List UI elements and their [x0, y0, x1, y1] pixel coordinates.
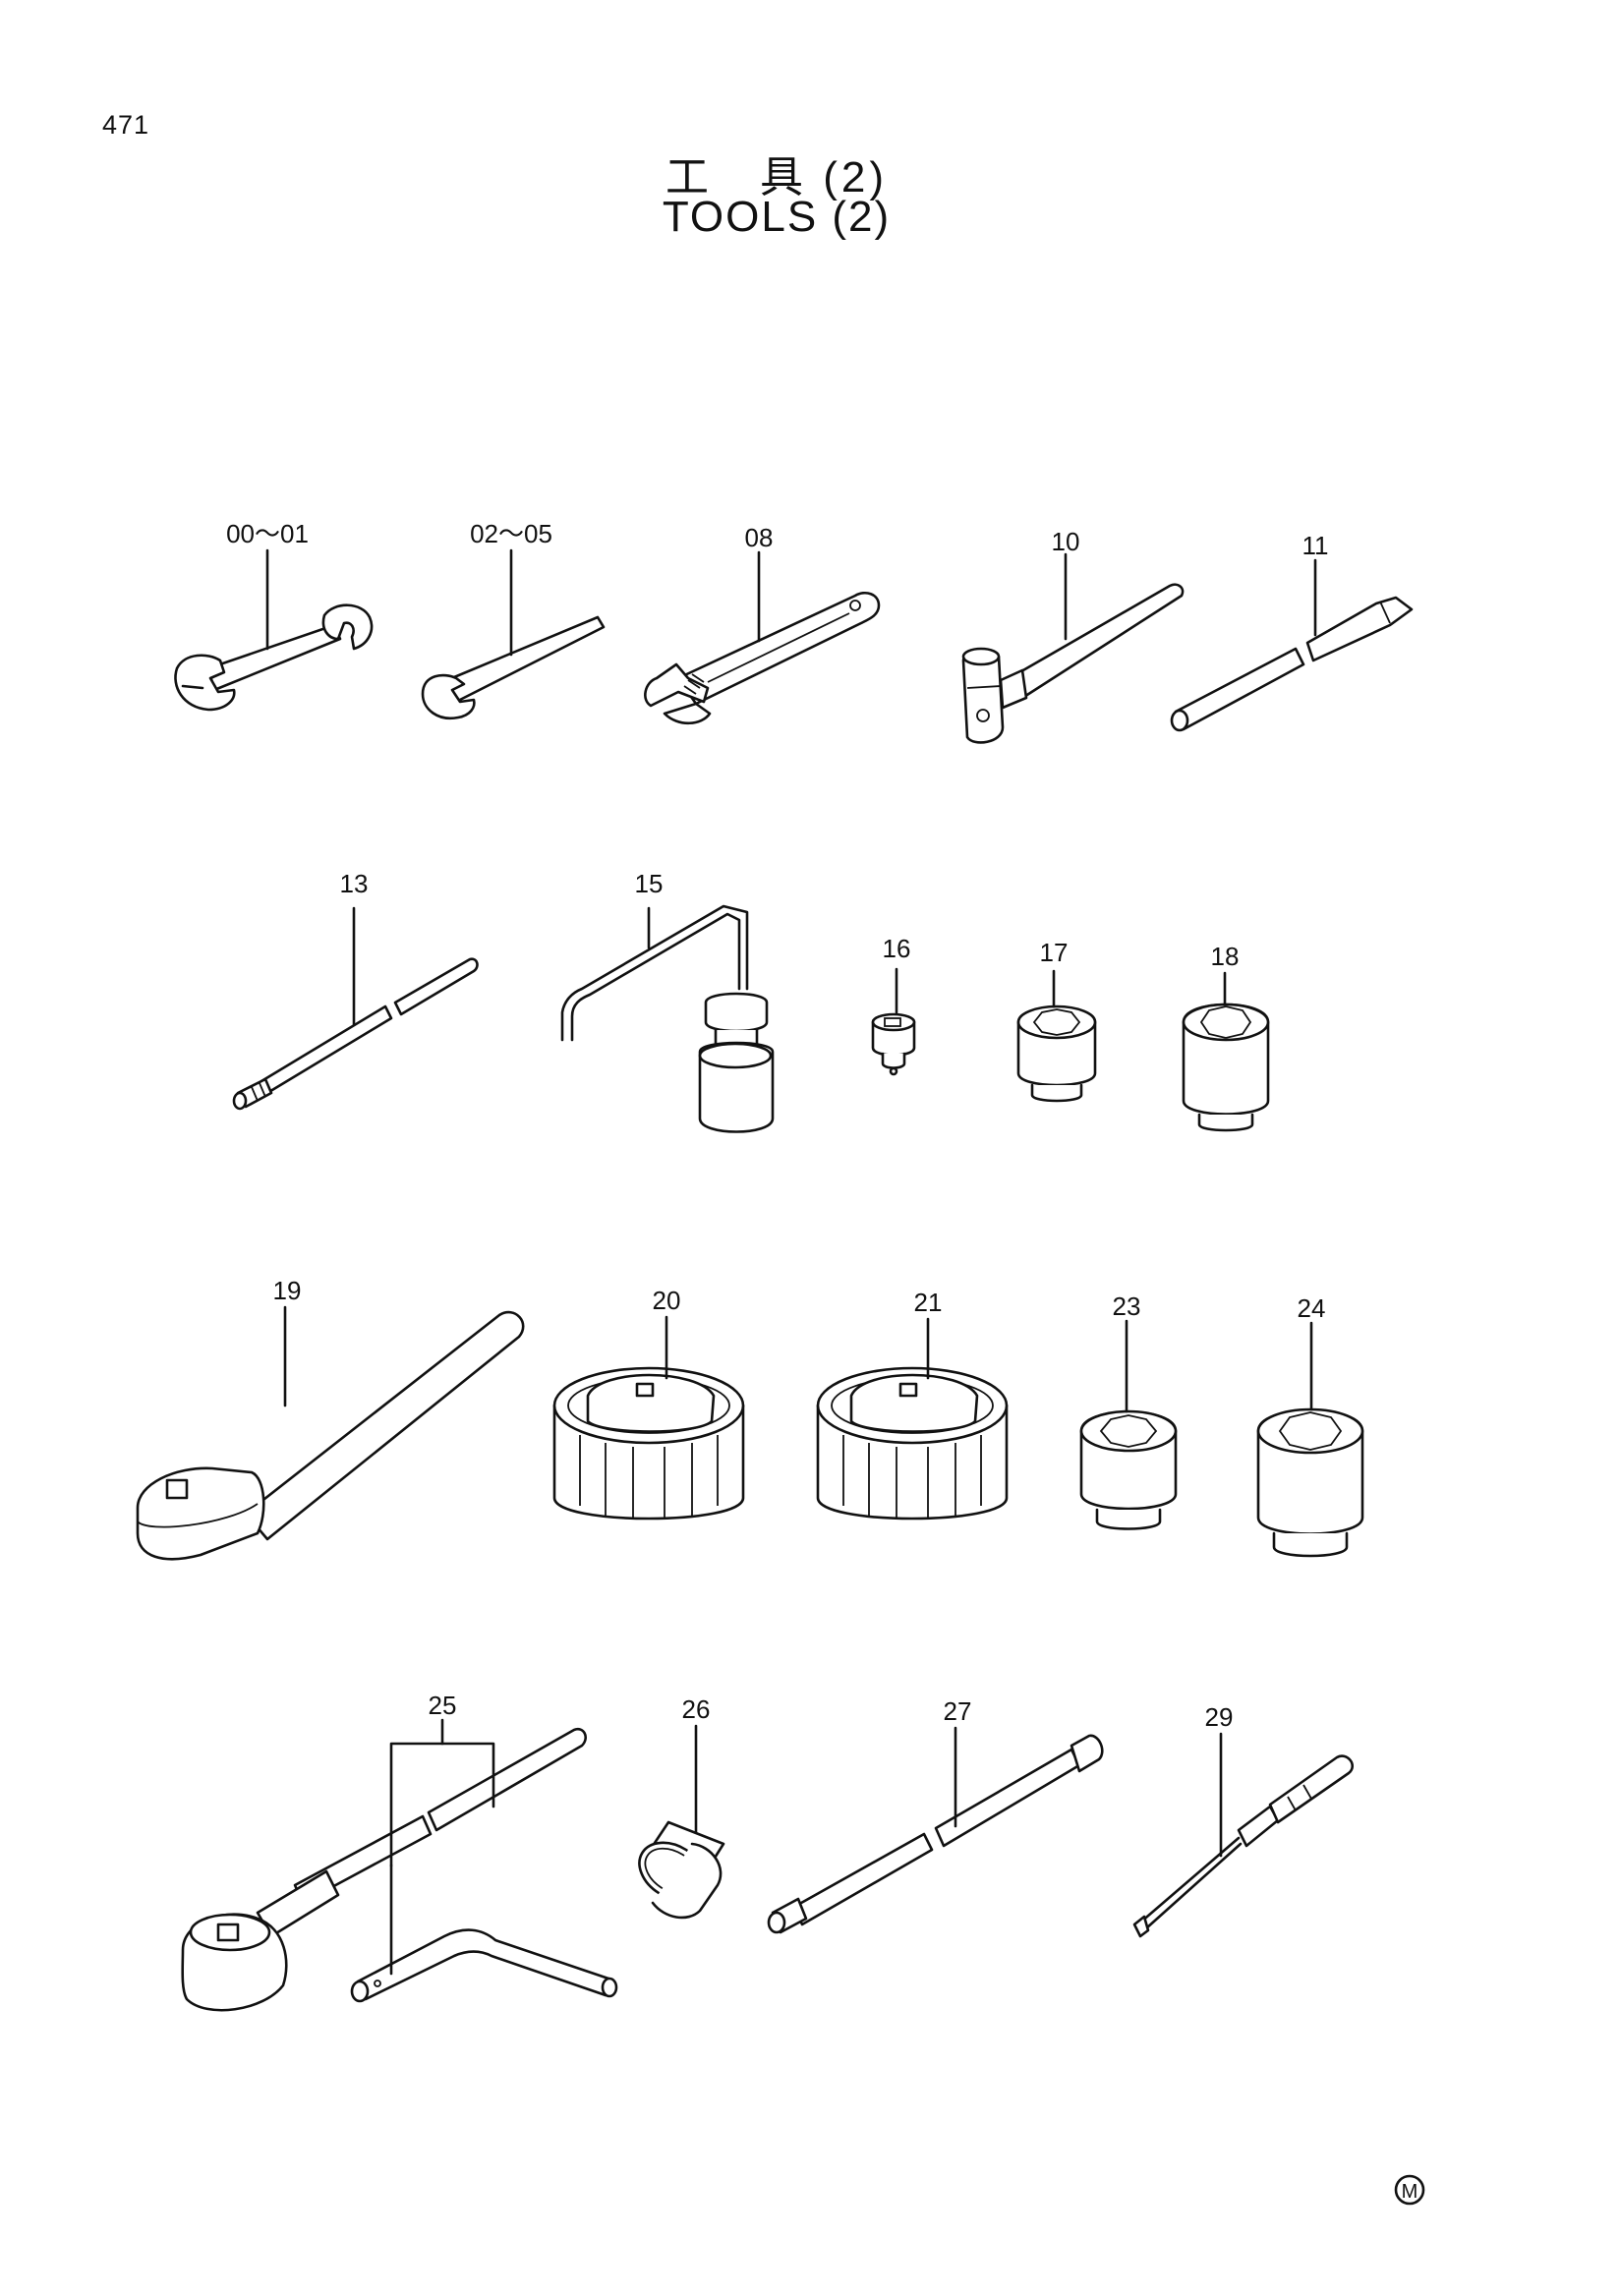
callout-11: 11	[1302, 531, 1329, 560]
callout-08: 08	[745, 523, 774, 552]
callout-17: 17	[1040, 938, 1069, 967]
mark-letter: M	[1402, 2181, 1418, 2203]
page-title-english: TOOLS (2)	[662, 193, 892, 241]
part-25-ratchet-set: 25	[181, 1691, 618, 2012]
callout-13: 13	[340, 869, 369, 898]
callout-15: 15	[635, 869, 664, 898]
part-29-screwdriver: 29	[1132, 1702, 1355, 1938]
part-27-extension-bar: 27	[767, 1696, 1104, 1934]
callout-27: 27	[944, 1696, 972, 1726]
part-13-extension-rod: 13	[232, 869, 479, 1111]
page-number: 471	[102, 110, 150, 140]
part-00-01-double-wrench: 00～01	[174, 519, 374, 712]
part-20-filter-wrench: 20	[552, 1286, 745, 1521]
part-10-hammer: 10	[961, 527, 1185, 744]
callout-18: 18	[1211, 942, 1240, 971]
callout-00-01: 00～01	[226, 519, 309, 548]
part-17-socket: 17	[1016, 938, 1097, 1103]
callout-16: 16	[883, 934, 911, 963]
part-24-socket: 24	[1256, 1293, 1364, 1558]
callout-02-05: 02～05	[470, 519, 552, 548]
callout-29: 29	[1205, 1702, 1234, 1732]
part-16-small-socket: 16	[871, 934, 916, 1076]
page-title-japanese: 工 具 (2)	[665, 153, 888, 201]
part-15-hex-key-socket: 15	[560, 869, 775, 1133]
callout-10: 10	[1052, 527, 1080, 556]
callout-20: 20	[653, 1286, 681, 1315]
part-11-bar: 11	[1170, 531, 1414, 732]
part-02-05-spanner: 02～05	[421, 519, 606, 720]
callout-25: 25	[429, 1691, 457, 1720]
part-21-filter-wrench: 21	[816, 1288, 1009, 1521]
circled-m-mark: M	[1394, 2174, 1425, 2206]
part-18-socket: 18	[1182, 942, 1270, 1132]
callout-19: 19	[273, 1276, 302, 1305]
part-23-socket: 23	[1079, 1292, 1178, 1530]
part-08-adjustable-wrench: 08	[644, 523, 881, 725]
part-19-ratchet-handle: 19	[136, 1276, 525, 1561]
callout-21: 21	[914, 1288, 943, 1317]
part-26-sleeve: 26	[638, 1694, 725, 1920]
callout-23: 23	[1113, 1292, 1141, 1321]
callout-24: 24	[1298, 1293, 1326, 1323]
callout-26: 26	[682, 1694, 711, 1724]
